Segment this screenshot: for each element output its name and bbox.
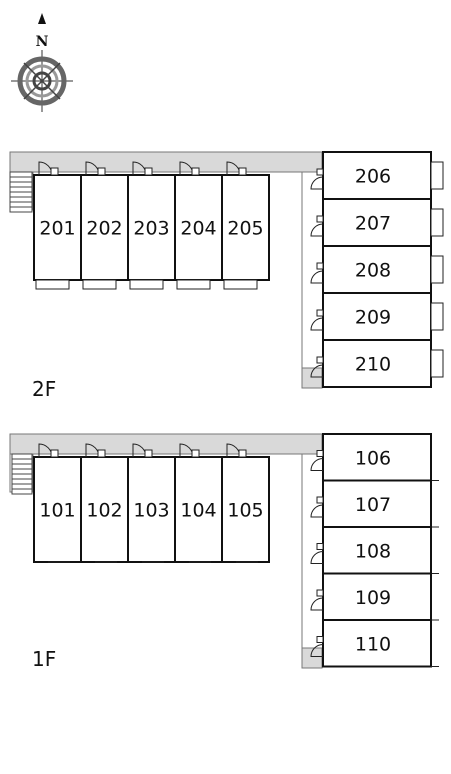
room-number: 108 bbox=[355, 540, 391, 562]
door-icon bbox=[38, 161, 59, 176]
door-icon bbox=[226, 161, 247, 176]
room-number: 202 bbox=[86, 218, 122, 240]
door-icon bbox=[310, 215, 324, 237]
unit-202: 202 bbox=[80, 161, 129, 290]
unit-209: 209 bbox=[310, 292, 444, 341]
room-number: 207 bbox=[355, 213, 391, 235]
door-icon bbox=[38, 443, 59, 458]
unit-108: 108 bbox=[310, 526, 439, 575]
door-icon bbox=[310, 450, 324, 471]
balcony bbox=[223, 279, 258, 290]
door-icon bbox=[85, 443, 106, 458]
balcony bbox=[176, 279, 211, 290]
door-icon bbox=[132, 443, 153, 458]
room-number: 203 bbox=[133, 218, 169, 240]
door-icon bbox=[310, 636, 324, 657]
door-icon bbox=[310, 543, 324, 564]
balcony bbox=[430, 349, 444, 378]
room-number: 201 bbox=[39, 218, 75, 240]
north-label: N bbox=[36, 34, 49, 50]
room-number: 106 bbox=[355, 447, 391, 469]
compass-icon: N bbox=[11, 13, 73, 112]
balcony bbox=[129, 279, 164, 290]
door-icon bbox=[179, 443, 200, 458]
room-number: 209 bbox=[355, 307, 391, 329]
room-number: 110 bbox=[355, 633, 391, 655]
room-number: 102 bbox=[86, 500, 122, 522]
floor-1f-plan: 101 102 103 104 105 106 107 108 109 110 1F bbox=[9, 433, 439, 671]
staircase-icon bbox=[9, 171, 33, 213]
room-number: 101 bbox=[39, 500, 75, 522]
staircase-icon bbox=[11, 453, 33, 495]
unit-102: 102 bbox=[80, 443, 129, 563]
unit-107: 107 bbox=[310, 479, 439, 528]
unit-105: 105 bbox=[221, 443, 270, 563]
door-icon bbox=[310, 262, 324, 284]
room-number: 208 bbox=[355, 260, 391, 282]
door-icon bbox=[310, 309, 324, 331]
unit-204: 204 bbox=[174, 161, 223, 290]
door-icon bbox=[226, 443, 247, 458]
unit-103: 103 bbox=[127, 443, 176, 563]
unit-201: 201 bbox=[33, 161, 82, 290]
unit-203: 203 bbox=[127, 161, 176, 290]
room-number: 206 bbox=[355, 166, 391, 188]
unit-207: 207 bbox=[310, 198, 444, 247]
room-number: 204 bbox=[180, 218, 216, 240]
floor-label: 2F bbox=[32, 377, 56, 401]
unit-106: 106 bbox=[310, 433, 439, 482]
unit-210: 210 bbox=[310, 339, 444, 388]
door-icon bbox=[179, 161, 200, 176]
floor-label: 1F bbox=[32, 647, 56, 671]
door-icon bbox=[310, 496, 324, 518]
room-number: 210 bbox=[355, 354, 391, 376]
room-number: 109 bbox=[355, 587, 391, 609]
door-icon bbox=[132, 161, 153, 176]
room-number: 107 bbox=[355, 494, 391, 516]
door-icon bbox=[85, 161, 106, 176]
door-icon bbox=[310, 356, 324, 378]
unit-109: 109 bbox=[310, 572, 439, 621]
room-number: 205 bbox=[227, 218, 263, 240]
unit-208: 208 bbox=[310, 245, 444, 294]
room-number: 104 bbox=[180, 500, 216, 522]
floor-2f-plan: 201 202 203 204 205 206 207 208 209 210 2F bbox=[9, 151, 444, 401]
room-number: 105 bbox=[227, 500, 263, 522]
unit-206: 206 bbox=[310, 151, 444, 200]
balcony bbox=[430, 208, 444, 237]
room-number: 103 bbox=[133, 500, 169, 522]
unit-110: 110 bbox=[310, 619, 439, 668]
unit-101: 101 bbox=[33, 443, 82, 563]
door-icon bbox=[310, 168, 324, 190]
balcony bbox=[430, 255, 444, 284]
balcony bbox=[82, 279, 117, 290]
unit-205: 205 bbox=[221, 161, 270, 290]
unit-104: 104 bbox=[174, 443, 223, 563]
door-icon bbox=[310, 589, 324, 611]
balcony bbox=[430, 161, 444, 190]
balcony bbox=[35, 279, 70, 290]
balcony bbox=[430, 302, 444, 331]
